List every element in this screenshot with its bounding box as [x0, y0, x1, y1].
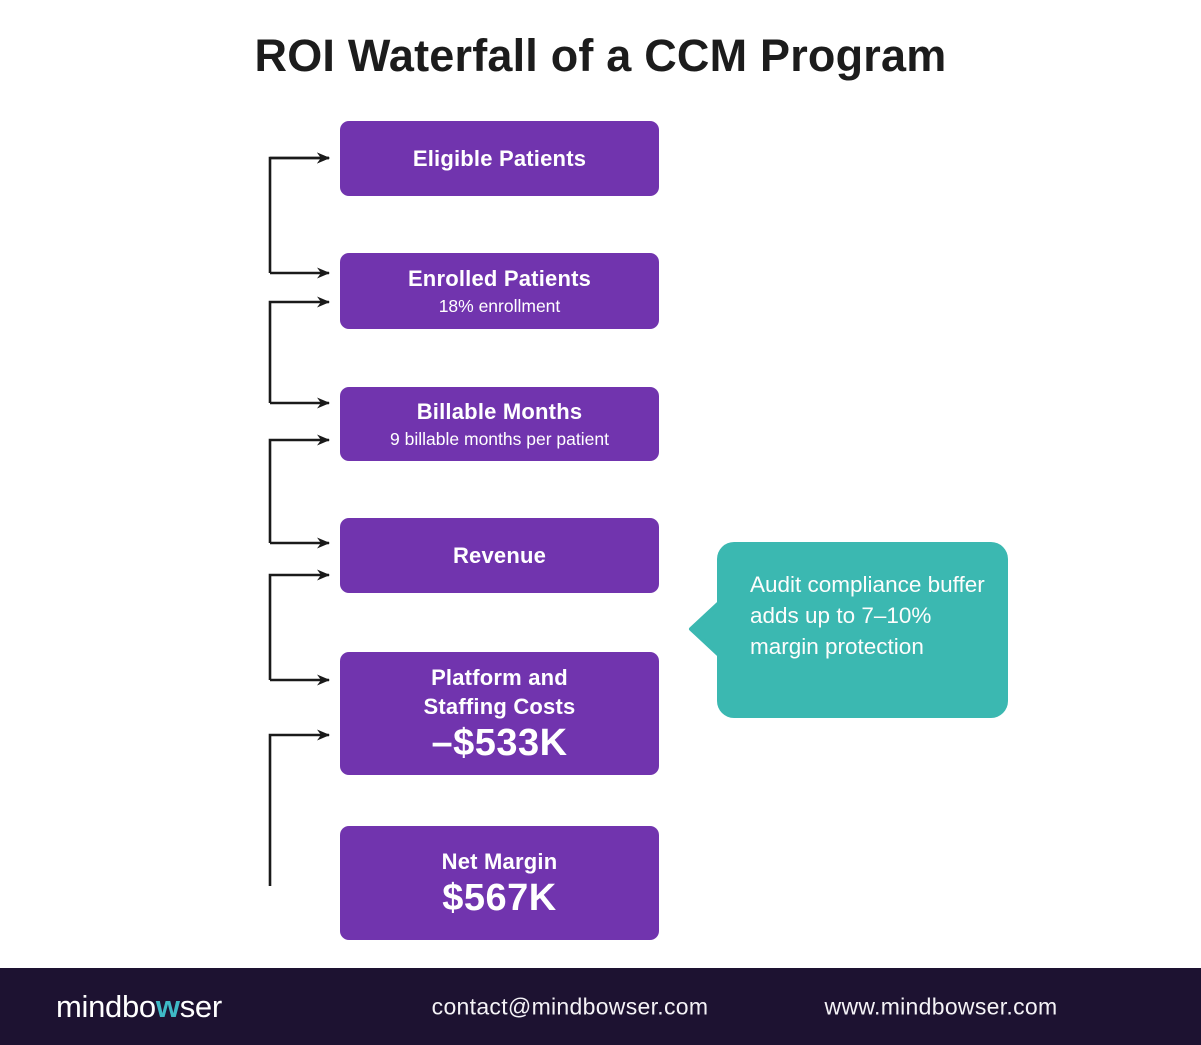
contact-email: contact@mindbowser.com — [431, 993, 709, 1019]
flow-box-revenue: Revenue — [340, 518, 659, 593]
arrow-into-enrolled-patients-top — [268, 152, 330, 273]
flow-box-billable-months: Billable Months 9 billable months per pa… — [340, 387, 659, 461]
logo-accent-w: w — [155, 988, 180, 1024]
box-title: Eligible Patients — [412, 146, 587, 171]
box-title: Platform and Staffing Costs — [423, 664, 576, 719]
page-title: ROI Waterfall of a CCM Program — [254, 30, 947, 81]
box-value: $567K — [442, 876, 557, 919]
arrow-into-billable-months-top — [268, 296, 330, 403]
arrow-into-net-margin — [268, 729, 330, 886]
flow-box-net-margin: Net Margin $567K — [340, 826, 659, 940]
flow-box-eligible-patients: Eligible Patients — [340, 121, 659, 196]
box-subtitle: 9 billable months per patient — [390, 429, 609, 449]
mindbowser-logo: mindbowser — [56, 989, 222, 1025]
callout-text: Audit compliance buffer adds up to 7–10%… — [750, 572, 985, 659]
box-title: Net Margin — [441, 848, 558, 874]
flow-box-enrolled-patients: Enrolled Patients 18% enrollment — [340, 253, 659, 329]
callout-tail-icon — [689, 601, 720, 657]
box-title: Billable Months — [416, 399, 583, 424]
box-title: Revenue — [452, 543, 547, 568]
box-value: –$533K — [431, 721, 568, 764]
arrow-into-revenue-top — [268, 434, 330, 543]
footer-bar: mindbowser contact@mindbowser.com www.mi… — [0, 968, 1201, 1045]
logo-prefix: mindbo — [56, 988, 156, 1024]
callout-audit-compliance: Audit compliance buffer adds up to 7–10%… — [689, 542, 1008, 718]
box-title: Enrolled Patients — [407, 266, 592, 291]
box-subtitle: 18% enrollment — [438, 296, 561, 316]
website-url: www.mindbowser.com — [824, 993, 1058, 1019]
logo-suffix: ser — [179, 988, 222, 1024]
flow-box-platform-staffing-costs: Platform and Staffing Costs –$533K — [340, 652, 659, 775]
arrow-into-platform-costs-top — [268, 569, 330, 680]
